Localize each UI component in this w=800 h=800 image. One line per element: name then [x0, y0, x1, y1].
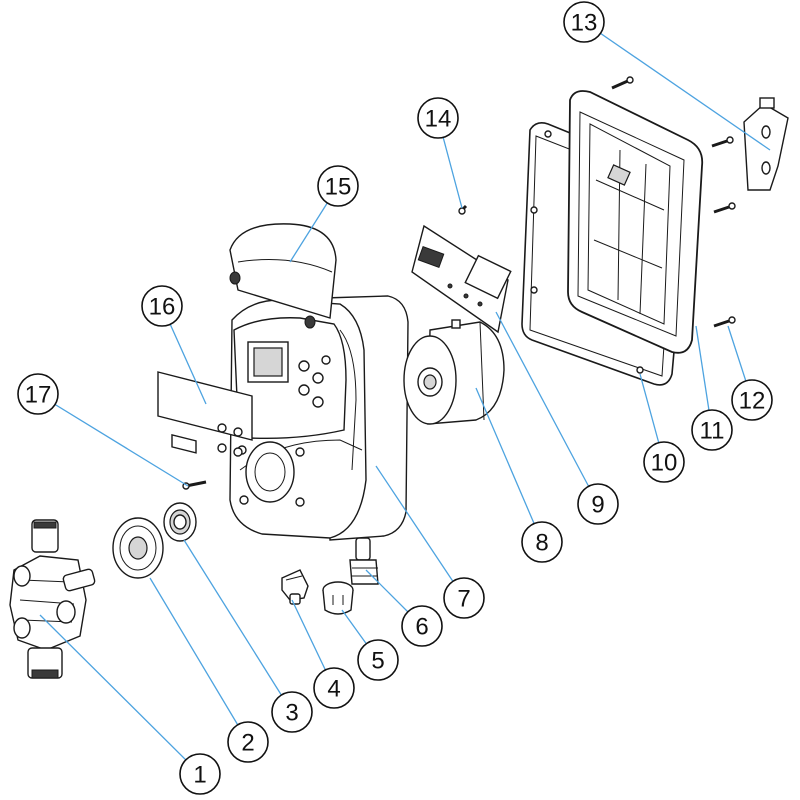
- callout-7-label: 7: [457, 586, 470, 613]
- callout-3-label: 3: [285, 700, 298, 727]
- part-circuit-board: [411, 224, 512, 334]
- part-diaphragm: [112, 517, 164, 579]
- callout-4: 4: [313, 667, 355, 709]
- callout-8: 8: [521, 521, 563, 563]
- part-connector: [349, 537, 379, 585]
- part-back-cover: [567, 90, 704, 354]
- part-screw-board: [458, 204, 468, 215]
- callout-17-label: 17: [25, 382, 52, 409]
- leader-2: [149, 577, 249, 743]
- callout-3: 3: [271, 691, 313, 733]
- callout-10-label: 10: [651, 450, 678, 477]
- callout-11: 11: [691, 409, 733, 451]
- callout-2-label: 2: [241, 730, 254, 757]
- leader-7: [375, 465, 465, 599]
- callout-14-label: 14: [425, 106, 452, 133]
- part-pump-head: [9, 519, 96, 679]
- callout-9-label: 9: [591, 492, 604, 519]
- callout-12-label: 12: [739, 388, 766, 415]
- callout-12: 12: [731, 379, 773, 421]
- callout-7: 7: [443, 577, 485, 619]
- part-lid-cover: [229, 223, 337, 329]
- callout-16-label: 16: [149, 294, 176, 321]
- part-wall-bracket: [743, 97, 789, 191]
- callout-17: 17: [17, 373, 59, 415]
- callout-13: 13: [563, 1, 605, 43]
- leader-9: [495, 311, 599, 505]
- callout-9: 9: [577, 483, 619, 525]
- callout-6: 6: [401, 605, 443, 647]
- callout-5: 5: [357, 639, 399, 681]
- part-motor: [403, 319, 505, 425]
- part-cap: [322, 581, 354, 615]
- callout-8-label: 8: [535, 530, 548, 557]
- leader-1: [39, 614, 201, 775]
- leader-8: [475, 387, 543, 543]
- callout-10: 10: [643, 441, 685, 483]
- callout-15-label: 15: [325, 174, 352, 201]
- callout-13-label: 13: [571, 10, 598, 37]
- callout-1-label: 1: [193, 762, 206, 789]
- callout-16: 16: [141, 285, 183, 327]
- callout-14: 14: [417, 97, 459, 139]
- part-seal-ring: [163, 502, 197, 542]
- leader-13: [583, 21, 771, 151]
- part-front-panel: [233, 317, 347, 440]
- callout-1: 1: [179, 753, 221, 795]
- callout-5-label: 5: [371, 648, 384, 675]
- callout-4-label: 4: [327, 676, 340, 703]
- callout-6-label: 6: [415, 614, 428, 641]
- part-screws-back: [611, 76, 736, 328]
- leader-3: [183, 539, 293, 713]
- part-fitting-small: [281, 569, 309, 605]
- callout-2: 2: [227, 721, 269, 763]
- callout-11-label: 11: [700, 418, 725, 445]
- part-label-plate: [157, 371, 253, 457]
- leader-17: [37, 393, 189, 487]
- callout-15: 15: [317, 165, 359, 207]
